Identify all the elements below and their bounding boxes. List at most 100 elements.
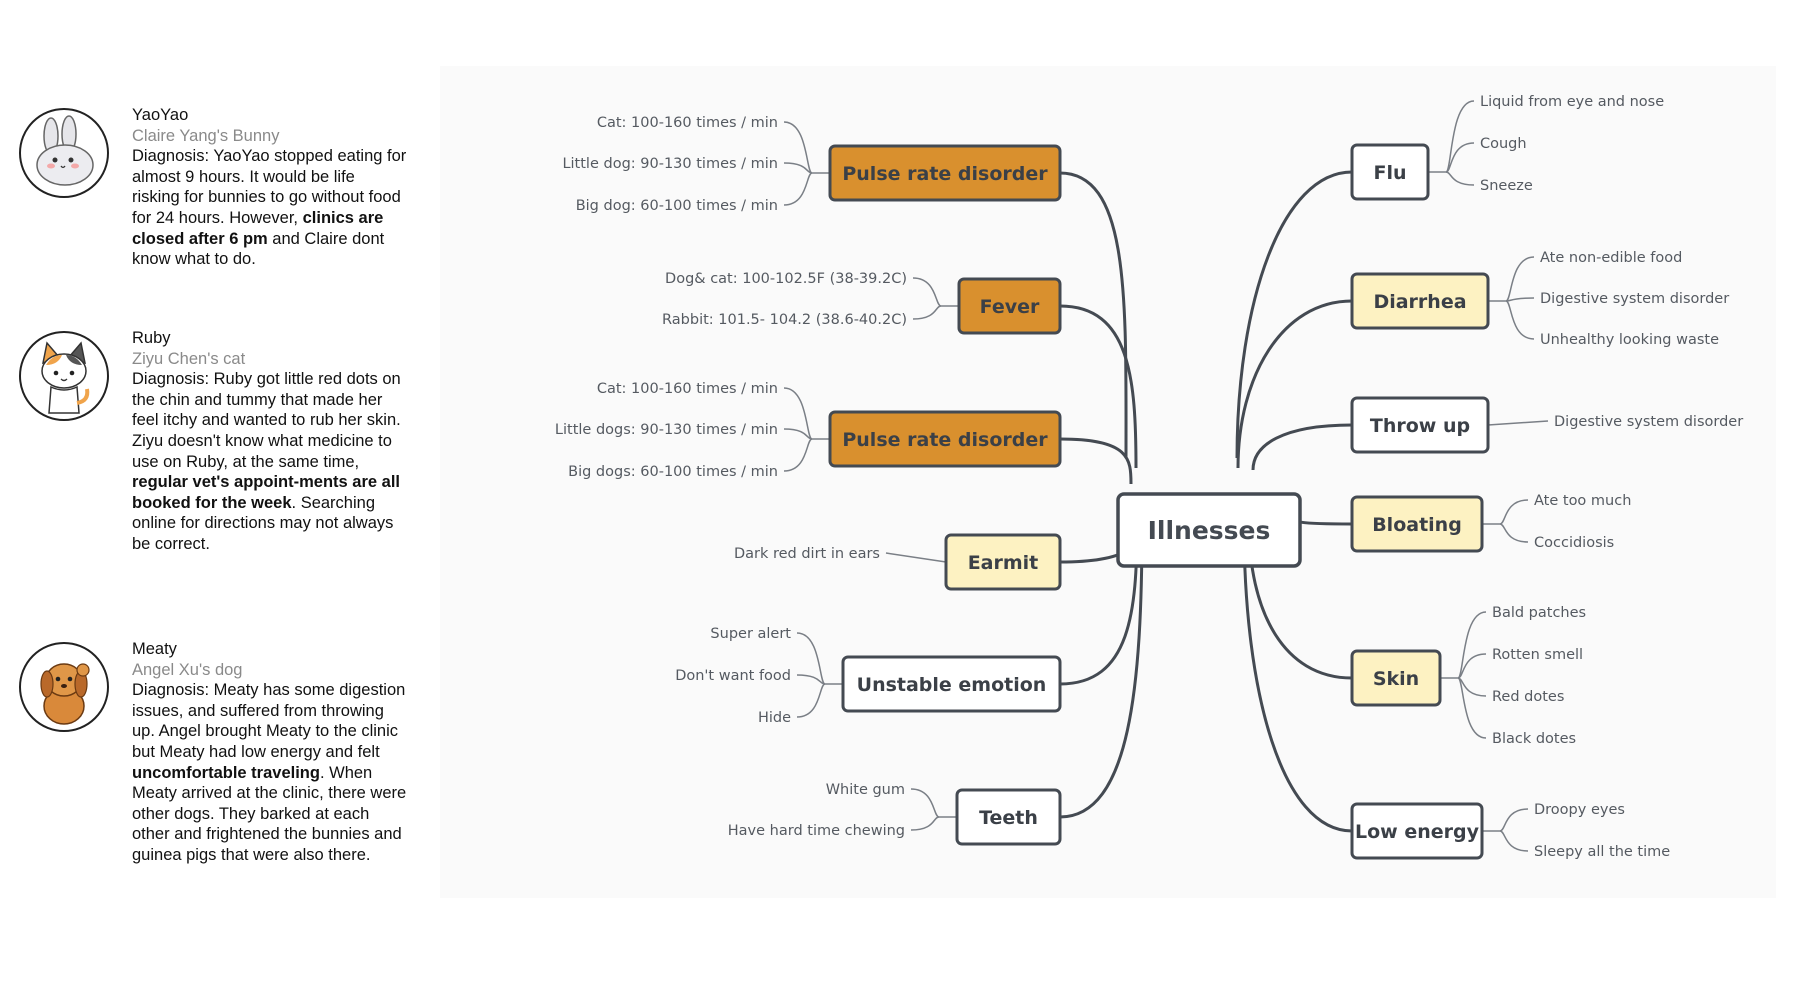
symptom-label: Rabbit: 101.5- 104.2 (38.6-40.2C) [662,312,907,328]
branch-connector [1059,171,1128,459]
illness-node [828,144,1062,202]
illness-node-label: Pulse rate disorder [842,429,1048,451]
leaf-connector [1445,171,1475,186]
illness-node-label: Fever [980,296,1040,318]
cat-icon [19,331,109,421]
persona-text: YaoYao Claire Yang's Bunny Diagnosis: Ya… [132,105,407,270]
illness-node-label: Throw up [1370,415,1470,437]
symptom-label: Have hard time chewing [728,823,905,839]
leaf-connector [1505,297,1535,302]
symptom-label: Digestive system disorder [1554,414,1743,430]
symptom-label: Red dotes [1492,689,1564,705]
symptom-label: Hide [758,710,791,726]
leaf-connector [1457,653,1487,679]
leaf-connector [1445,100,1475,173]
symptom-label: Dark red dirt in ears [734,546,880,562]
branch-connector [1294,515,1353,526]
branch-connector [1059,437,1133,485]
leaf-connector [1505,300,1535,340]
leaf-connector [783,428,813,440]
branch-connector [1059,523,1144,819]
leaf-connector [912,277,942,307]
illness-node [828,410,1062,468]
leaf-connector [1445,142,1475,173]
symptom-label: Little dog: 90-130 times / min [562,156,778,172]
symptom-label: Super alert [710,626,791,642]
symptom-label: Unhealthy looking waste [1540,332,1719,348]
illness-node [841,655,1062,713]
persona-name: YaoYao [132,106,189,124]
branch-connector [1059,304,1138,469]
symptom-label: Sneeze [1480,178,1533,194]
symptom-label: Coccidiosis [1534,535,1614,551]
symptom-label: Ate too much [1534,493,1631,509]
leaf-connector [910,788,940,818]
leaf-connector [1505,256,1535,302]
symptom-label: Black dotes [1492,731,1576,747]
leaf-connector [912,305,942,320]
symptom-label: White gum [826,782,905,798]
illness-node-label: Earmit [968,552,1039,574]
persona-diagnosis: Diagnosis: YaoYao stopped eating for alm… [132,147,407,269]
leaf-connector [783,438,813,472]
persona-name: Meaty [132,640,177,658]
illness-node [1350,802,1484,860]
branch-connector [1235,170,1353,459]
branch-connector [1236,299,1353,469]
persona-name: Ruby [132,329,171,347]
leaf-connector [910,816,940,831]
symptom-label: Liquid from eye and nose [1480,94,1664,110]
illness-node [1350,495,1484,553]
persona-owner: Claire Yang's Bunny [132,126,280,145]
leaf-connector [1457,677,1487,739]
symptom-label: Don't want food [675,668,791,684]
illness-node [1350,143,1430,201]
symptom-label: Digestive system disorder [1540,291,1729,307]
symptom-label: Big dog: 60-100 times / min [576,198,778,214]
leaf-connector [1499,499,1529,525]
leaf-connector [1457,611,1487,679]
illness-node-label: Unstable emotion [857,674,1047,696]
center-node [1116,492,1302,568]
illness-node [955,788,1062,846]
leaf-connector [1487,420,1549,426]
symptom-label: Sleepy all the time [1534,844,1670,860]
persona-text: Ruby Ziyu Chen's cat Diagnosis: Ruby got… [132,328,407,555]
leaf-connector [885,552,947,563]
illness-node [944,533,1062,591]
bunny-icon [19,108,109,198]
dog-icon [19,642,109,732]
symptom-label: Little dogs: 90-130 times / min [555,422,778,438]
leaf-connector [1499,830,1529,852]
symptom-label: Ate non-edible food [1540,250,1682,266]
symptom-label: Dog& cat: 100-102.5F (38-39.2C) [665,271,907,287]
symptom-label: Cat: 100-160 times / min [597,381,778,397]
symptom-label: Cat: 100-160 times / min [597,115,778,131]
illness-node-label: Bloating [1372,514,1462,536]
symptom-label: Bald patches [1492,605,1586,621]
illness-node-label: Diarrhea [1373,291,1466,313]
leaf-connector [796,683,826,718]
persona-diagnosis: Diagnosis: Ruby got little red dots on t… [132,370,401,553]
illness-node [1350,272,1490,330]
persona-diagnosis: Diagnosis: Meaty has some digestion issu… [132,681,407,864]
illness-node-label: Flu [1373,162,1406,184]
branch-connector [1242,523,1353,833]
illness-node-label: Teeth [979,807,1038,829]
leaf-connector [783,121,813,174]
persona-owner: Angel Xu's dog [132,660,243,679]
symptom-label: Droopy eyes [1534,802,1625,818]
illness-node [957,277,1062,335]
center-node-label: Illnesses [1148,516,1271,545]
persona-text: Meaty Angel Xu's dog Diagnosis: Meaty ha… [132,639,407,866]
leaf-connector [783,162,813,174]
persona-owner: Ziyu Chen's cat [132,349,246,368]
symptom-label: Rotten smell [1492,647,1583,663]
illness-node-label: Low energy [1355,821,1480,843]
illness-node [1350,649,1442,707]
leaf-connector [796,632,826,685]
leaf-connector [783,387,813,440]
leaf-connector [796,674,826,685]
symptom-label: Big dogs: 60-100 times / min [568,464,778,480]
leaf-connector [1499,808,1529,832]
